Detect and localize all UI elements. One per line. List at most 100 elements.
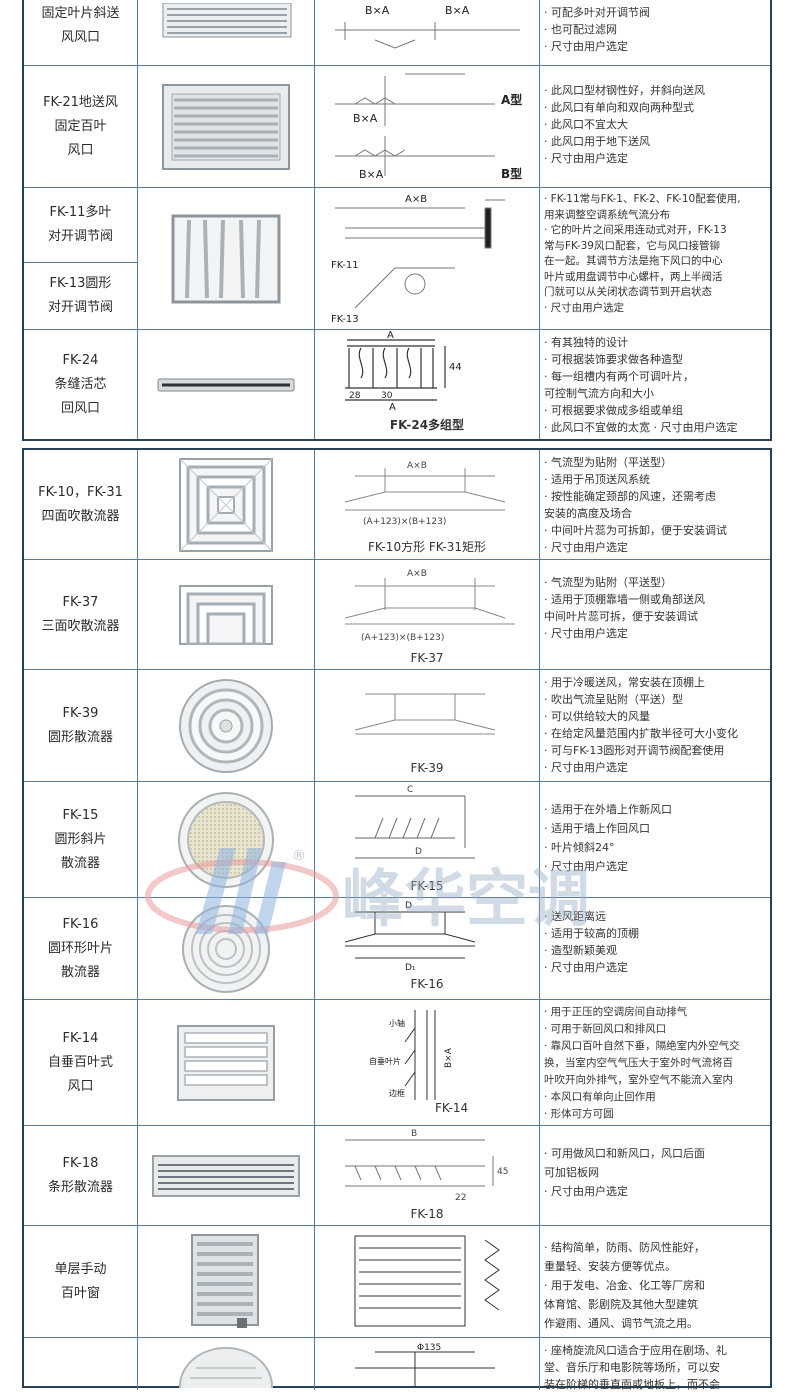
- product-name: FK-14 自垂百叶式 风口: [47, 1030, 113, 1094]
- drawing-dim-label: 45: [497, 1167, 508, 1177]
- table-row: Φ135 · 座椅旋流风口适合于应用在剧场、礼 堂、音乐厅和电影院等场所，可以安…: [24, 1338, 770, 1391]
- product-features-cell: · 可配多叶对开调节阀 · 也可配过滤网 · 尺寸由用户选定: [540, 0, 770, 65]
- product-name-cell: FK-24 条缝活芯 回风口: [24, 330, 138, 439]
- product-features-cell: · 送风距离远 · 适用于较高的顶棚 · 造型新颖美观 · 尺寸由用户选定: [540, 898, 770, 999]
- product-name-cell: FK-37 三面吹散流器: [24, 560, 138, 669]
- product-name-cell: FK-39 圆形散流器: [24, 670, 138, 781]
- product-name-cell: FK-18 条形散流器: [24, 1126, 138, 1225]
- product-photo-cell: [138, 1226, 315, 1337]
- table-row: FK-39 圆形散流器 FK-39 · 用于冷暖送风，常安装在顶棚上 · 吹出气…: [24, 670, 770, 782]
- drawing-dim-label: 小轴: [389, 1018, 405, 1028]
- technical-drawing: A×B (A+123)×(B+123): [344, 461, 506, 527]
- product-features-cell: · 用于正压的空调房间自动排气 · 可用于新回风口和排风口 · 靠风口百叶自然下…: [540, 1000, 770, 1125]
- product-drawing-cell: FK-39: [315, 670, 540, 781]
- product-photo-cell: [138, 782, 315, 897]
- product-name-subcell: FK-13圆形 对开调节阀: [24, 262, 137, 329]
- product-drawing-cell: D D₁ FK-16: [315, 898, 540, 999]
- product-drawing-cell: B 22 45 FK-18: [315, 1126, 540, 1225]
- drawing-dim-label: 44: [449, 362, 462, 373]
- drawing-dim-label: 30: [381, 391, 393, 401]
- product-name-cell: 单层手动 百叶窗: [24, 1226, 138, 1337]
- product-drawing-cell: C D FK-15: [315, 782, 540, 897]
- technical-drawing: D D₁: [344, 901, 476, 973]
- product-drawing-cell: A×B (A+123)×(B+123) FK-10方形 FK-31矩形: [315, 450, 540, 559]
- drawing-dim-label: B×A: [445, 4, 470, 17]
- technical-drawing: B 22 45: [345, 1129, 508, 1203]
- drawing-dim-label: FK-11: [331, 260, 359, 271]
- drawing-dim-label: B×A: [444, 1047, 454, 1068]
- drawing-dim-label: B×A: [359, 168, 384, 181]
- product-name: FK-15 圆形斜片 散流器: [54, 807, 107, 871]
- product-name: FK-37 三面吹散流器: [41, 594, 120, 634]
- technical-drawing: B×A A型 B×A B型: [335, 73, 522, 181]
- product-table-1: 固定叶片斜送 风风口 B×A B×A · 可配多叶对开调节阀 · 也可配过滤网 …: [22, 0, 772, 441]
- table-row: 固定叶片斜送 风风口 B×A B×A · 可配多叶对开调节阀 · 也可配过滤网 …: [24, 0, 770, 66]
- drawing-type-label: A型: [501, 92, 522, 107]
- three-way-diffuser-photo: [179, 584, 273, 645]
- product-photo-cell: [138, 1126, 315, 1225]
- product-name: 固定叶片斜送 风风口: [41, 5, 120, 45]
- watermark-registered-mark: ®: [292, 848, 306, 864]
- round-diffuser-photo: [179, 678, 273, 773]
- product-features: · 结构简单，防雨、防风性能好， 重量轻、安装方便等优点。 · 用于发电、冶金、…: [544, 1241, 705, 1330]
- product-photo-cell: [138, 450, 315, 559]
- technical-drawing: B×A B×A: [335, 4, 520, 49]
- product-name: FK-13圆形 对开调节阀: [47, 275, 113, 315]
- table-row: FK-37 三面吹散流器 A×B (A+123)×(B+123) FK-37 ·…: [24, 560, 770, 670]
- product-name-cell: FK-11多叶 对开调节阀 FK-13圆形 对开调节阀: [24, 188, 138, 329]
- product-features: · 可配多叶对开调节阀 · 也可配过滤网 · 尺寸由用户选定: [544, 6, 650, 53]
- seat-swirl-diffuser-photo: [179, 1347, 273, 1388]
- product-features: · 用于正压的空调房间自动排气 · 可用于新回风口和排风口 · 靠风口百叶自然下…: [544, 1006, 740, 1120]
- product-drawing-cell: Φ135: [315, 1338, 540, 1390]
- product-features-cell: · 结构简单，防雨、防风性能好， 重量轻、安装方便等优点。 · 用于发电、冶金、…: [540, 1226, 770, 1337]
- product-features: · 送风距离远 · 适用于较高的顶棚 · 造型新颖美观 · 尺寸由用户选定: [544, 910, 639, 974]
- drawing-caption: FK-39: [410, 761, 444, 775]
- round-grille-photo: [178, 791, 274, 888]
- table-row: FK-24 条缝活芯 回风口 A 44 28 30 A FK-24多组型: [24, 330, 770, 439]
- product-photo-cell: [138, 1000, 315, 1125]
- product-features: · 可用做风口和新风口，风口后面 可加铝板网 · 尺寸由用户选定: [544, 1147, 705, 1198]
- drawing-caption: FK-16: [410, 977, 444, 991]
- technical-drawing: A×B FK-11 FK-13: [331, 194, 505, 325]
- drawing-dim-label: C: [407, 785, 413, 795]
- table-row: FK-11多叶 对开调节阀 FK-13圆形 对开调节阀 A×B FK-11: [24, 188, 770, 330]
- product-features-cell: · 气流型为贴附（平送型） · 适用于吊顶送风系统 · 按性能确定颈部的风速，还…: [540, 450, 770, 559]
- product-features-cell: · 气流型为贴附（平送型） · 适用于顶棚靠墙一侧或角部送风 中间叶片蕊可拆，便…: [540, 560, 770, 669]
- product-name: FK-16 圆环形叶片 散流器: [47, 916, 113, 980]
- product-features-cell: · 适用于在外墙上作新风口 · 适用于墙上作回风口 · 叶片倾斜24° · 尺寸…: [540, 782, 770, 897]
- product-name: FK-18 条形散流器: [47, 1155, 113, 1195]
- product-features-cell: · 用于冷暖送风，常安装在顶棚上 · 吹出气流呈贴附（平送）型 · 可以供给较大…: [540, 670, 770, 781]
- product-name-cell: FK-14 自垂百叶式 风口: [24, 1000, 138, 1125]
- product-photo-cell: [138, 330, 315, 439]
- technical-drawing: A 44 28 30 A: [345, 330, 462, 413]
- drawing-dim-label: D₁: [405, 963, 416, 973]
- table-row: FK-10，FK-31 四面吹散流器 A×B (A+123)×(B+123) F…: [24, 450, 770, 560]
- product-photo-cell: [138, 66, 315, 187]
- drawing-dim-label: B×A: [365, 4, 390, 17]
- manual-shutter-photo: [191, 1233, 259, 1328]
- product-features-cell: · 座椅旋流风口适合于应用在剧场、礼 堂、音乐厅和电影院等场所，可以安 装在阶梯…: [540, 1338, 770, 1391]
- product-photo-cell: [138, 188, 315, 329]
- product-drawing-cell: [315, 1226, 540, 1337]
- drawing-caption: FK-15: [410, 879, 444, 893]
- product-name: FK-21地送风 固定百叶 风口: [43, 94, 118, 158]
- product-drawing-cell: A×B (A+123)×(B+123) FK-37: [315, 560, 540, 669]
- drawing-dim-label: 边框: [389, 1088, 405, 1098]
- table-row: FK-14 自垂百叶式 风口 小轴 B×A 自垂叶片 边框: [24, 1000, 770, 1126]
- gravity-louver-photo: [177, 1024, 275, 1101]
- technical-drawing: A×B (A+123)×(B+123): [344, 569, 515, 643]
- table-row: FK-21地送风 固定百叶 风口 B×A A型 B×A B型 · 此风口型材钢性…: [24, 66, 770, 188]
- table-row: FK-15 圆形斜片 散流器 C D FK-15 · 适用于在外墙上作新风口 ·…: [24, 782, 770, 898]
- product-features: · 座椅旋流风口适合于应用在剧场、礼 堂、音乐厅和电影院等场所，可以安 装在阶梯…: [544, 1344, 727, 1391]
- drawing-dim-label: D: [405, 901, 412, 911]
- product-features: · 气流型为贴附（平送型） · 适用于吊顶送风系统 · 按性能确定颈部的风速，还…: [544, 456, 727, 554]
- product-drawing-cell: B×A A型 B×A B型: [315, 66, 540, 187]
- product-features: · 此风口型材钢性好，并斜向送风 · 此风口有单向和双向两种型式 · 此风口不宜…: [544, 84, 705, 165]
- product-photo-cell: [138, 898, 315, 999]
- technical-drawing: [354, 1235, 500, 1327]
- floor-louver-photo: [162, 83, 290, 170]
- product-name: FK-24 条缝活芯 回风口: [54, 352, 107, 416]
- product-name-cell: FK-21地送风 固定百叶 风口: [24, 66, 138, 187]
- drawing-dim-label: B×A: [353, 112, 378, 125]
- linear-diffuser-photo: [152, 1154, 300, 1197]
